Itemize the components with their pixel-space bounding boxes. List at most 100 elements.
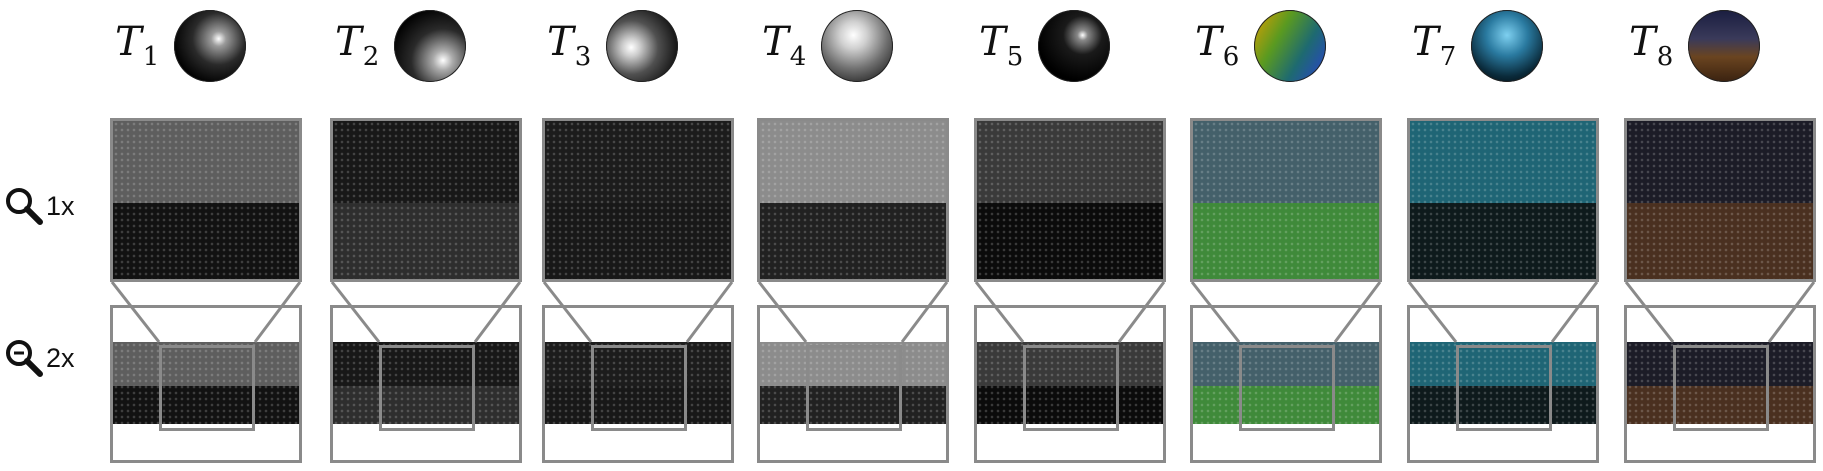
- texture-label-subscript: 4: [789, 42, 807, 72]
- render-2x-2: [330, 305, 522, 463]
- zoom-connector-2-left: [330, 281, 381, 343]
- region-top: [760, 121, 946, 204]
- zoom-region-box: [591, 345, 687, 431]
- region-bottom: [1193, 203, 1379, 279]
- texture-label-base: T: [547, 19, 574, 65]
- texture-label-2: T2: [335, 19, 379, 70]
- zoom-connector-5-right: [1117, 281, 1166, 343]
- row-label-text: 1x: [46, 190, 75, 221]
- texture-label-4: T4: [762, 19, 806, 70]
- zoom-connector-3-right: [685, 281, 734, 343]
- region-bottom: [545, 203, 731, 279]
- strip-bottom: [1410, 386, 1596, 424]
- texture-label-base: T: [1412, 19, 1439, 65]
- region-bottom: [113, 203, 299, 279]
- texture-noise: [977, 342, 1163, 424]
- texture-sphere-5: [1038, 10, 1110, 82]
- texture-label-5: T5: [979, 22, 1023, 70]
- texture-sphere-3: [606, 10, 678, 82]
- texture-label-base: T: [1195, 19, 1222, 65]
- zoom-region-box: [159, 345, 255, 431]
- texture-noise: [113, 342, 299, 424]
- zoom-region-box: [1239, 345, 1335, 431]
- texture-label-subscript: 5: [1006, 42, 1024, 72]
- texture-sphere-4: [821, 10, 893, 82]
- texture-noise: [1627, 342, 1813, 424]
- render-2x-8: [1624, 305, 1816, 463]
- zoom-connector-1-right: [253, 281, 302, 343]
- region-bottom: [977, 203, 1163, 279]
- texture-noise: [333, 121, 519, 279]
- texture-label-6: T6: [1195, 19, 1239, 70]
- texture-noise: [760, 121, 946, 279]
- texture-label-3: T3: [547, 19, 591, 70]
- region-top: [113, 121, 299, 204]
- texture-noise: [1410, 121, 1596, 279]
- zoom-region-box: [1456, 345, 1552, 431]
- row-label-text: 2x: [46, 342, 75, 373]
- texture-noise: [1193, 121, 1379, 279]
- texture-label-subscript: 3: [574, 42, 592, 72]
- render-1x-2: [330, 118, 522, 282]
- texture-sphere-1: [174, 10, 246, 82]
- render-2x-5: [974, 305, 1166, 463]
- row-label-2x: 2x: [4, 338, 75, 378]
- texture-label-subscript: 2: [362, 42, 380, 72]
- render-1x-1: [110, 118, 302, 282]
- texture-label-8: T8: [1629, 19, 1673, 70]
- region-top: [1193, 121, 1379, 204]
- texture-label-subscript: 7: [1439, 42, 1457, 72]
- strip-top: [113, 342, 299, 386]
- texture-noise: [760, 342, 946, 424]
- zoom-connector-8-left: [1624, 281, 1675, 343]
- strip-bottom: [113, 386, 299, 424]
- strip-bottom: [333, 386, 519, 424]
- texture-noise: [113, 121, 299, 279]
- strip-top: [545, 342, 731, 386]
- zoom-connector-6-left: [1190, 281, 1241, 343]
- texture-label-base: T: [762, 19, 789, 65]
- strip-top: [333, 342, 519, 386]
- strip-bottom: [1193, 386, 1379, 424]
- region-top: [333, 121, 519, 204]
- texture-label-base: T: [335, 19, 362, 65]
- region-top: [1627, 121, 1813, 204]
- texture-noise: [977, 121, 1163, 279]
- render-1x-3: [542, 118, 734, 282]
- texture-label-base: T: [115, 19, 142, 65]
- zoom-connector-8-right: [1767, 281, 1816, 343]
- render-1x-5: [974, 118, 1166, 282]
- zoom-region-box: [806, 345, 902, 431]
- zoom-region-box: [1673, 345, 1769, 431]
- texture-noise: [333, 342, 519, 424]
- region-top: [1410, 121, 1596, 204]
- zoom-connector-2-right: [473, 281, 522, 343]
- region-bottom: [760, 203, 946, 279]
- zoom-connector-7-right: [1550, 281, 1599, 343]
- zoom-region-box: [1023, 345, 1119, 431]
- zoom-connector-3-left: [542, 281, 593, 343]
- strip-top: [760, 342, 946, 386]
- zoom-connector-4-left: [757, 281, 808, 343]
- magnifier-icon: [6, 188, 43, 225]
- texture-sphere-8: [1688, 10, 1760, 82]
- render-1x-4: [757, 118, 949, 282]
- texture-label-base: T: [1629, 19, 1656, 65]
- texture-noise: [1410, 342, 1596, 424]
- texture-sphere-6: [1254, 10, 1326, 82]
- region-top: [545, 121, 731, 204]
- strip-top: [1410, 342, 1596, 386]
- zoom-connector-4-right: [900, 281, 949, 343]
- texture-noise: [1193, 342, 1379, 424]
- render-1x-8: [1624, 118, 1816, 282]
- zoom-connector-1-left: [110, 281, 161, 343]
- texture-label-subscript: 1: [142, 42, 160, 72]
- strip-bottom: [1627, 386, 1813, 424]
- zoom-region-box: [379, 345, 475, 431]
- row-label-1x: 1x: [4, 186, 75, 226]
- render-2x-3: [542, 305, 734, 463]
- zoom-connector-6-right: [1333, 281, 1382, 343]
- texture-label-subscript: 8: [1656, 42, 1674, 72]
- texture-noise: [1627, 121, 1813, 279]
- texture-sphere-7: [1471, 10, 1543, 82]
